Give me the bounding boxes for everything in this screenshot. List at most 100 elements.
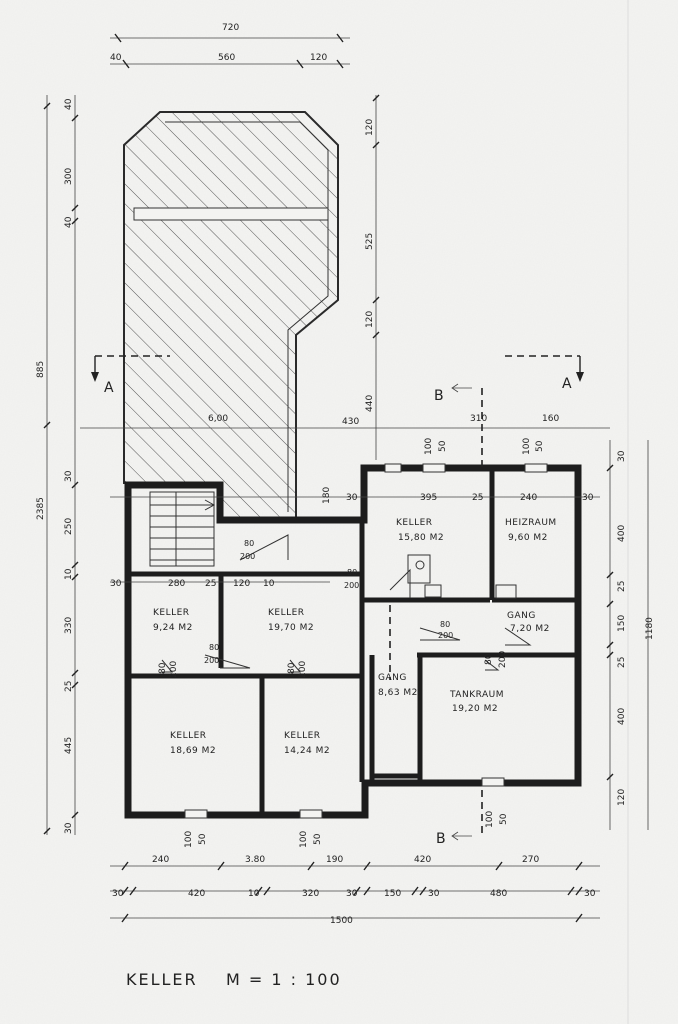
dim-left-30b: 30 xyxy=(64,822,74,834)
door-h-2: 200 xyxy=(204,656,219,665)
win-50-a: 50 xyxy=(438,440,448,452)
room-name-keller-4: KELLER xyxy=(170,731,207,741)
dim-10-left: 10 xyxy=(263,579,275,589)
terrace-beam xyxy=(133,207,329,221)
room-name-keller-5: KELLER xyxy=(284,731,321,741)
section-mark-a-right: A xyxy=(562,376,572,392)
dim-top-total: 720 xyxy=(222,23,239,33)
dim-b2-150: 150 xyxy=(384,889,401,899)
dim-b1-190: 190 xyxy=(326,855,343,865)
dim-b2-10: 10 xyxy=(248,889,260,899)
room-area-keller-2: 19,70 M2 xyxy=(268,623,314,633)
win-bottom-50a: 50 xyxy=(198,833,208,845)
dim-30-left: 30 xyxy=(110,579,122,589)
door-w-6: 80 xyxy=(287,662,297,674)
dim-left-10: 10 xyxy=(64,568,74,580)
room-area-keller-5: 14,24 M2 xyxy=(284,746,330,756)
door-h-6: 200 xyxy=(298,661,308,678)
dim-left-250: 250 xyxy=(64,518,74,535)
dim-top-120: 120 xyxy=(310,53,327,63)
room-area-keller-3: 15,80 M2 xyxy=(398,533,444,543)
dim-left-445: 445 xyxy=(64,737,74,754)
plan-title: KELLER M = 1 : 100 xyxy=(126,970,342,989)
win-bottom-100c: 100 xyxy=(485,811,495,828)
room-name-gang-1: GANG xyxy=(507,611,536,621)
room-name-keller-2: KELLER xyxy=(268,608,305,618)
door-w-7: 80 xyxy=(484,653,494,665)
dim-240: 240 xyxy=(520,493,537,503)
dim-left-30: 30 xyxy=(64,470,74,482)
win-100-b: 100 xyxy=(522,438,532,455)
dim-left-40a: 40 xyxy=(64,98,74,110)
section-mark-a-left: A xyxy=(104,380,114,396)
door-w-1: 80 xyxy=(244,539,254,548)
dim-30-right: 30 xyxy=(582,493,594,503)
dim-right-440: 440 xyxy=(365,395,375,412)
dim-430: 430 xyxy=(342,417,359,427)
dim-left-40b: 40 xyxy=(64,216,74,228)
terrace-inner-outline xyxy=(165,121,329,512)
room-name-gang-2: GANG xyxy=(378,673,407,683)
dim-120-left: 120 xyxy=(233,579,250,589)
dim-25-top: 25 xyxy=(472,493,483,503)
room-area-keller-1: 9,24 M2 xyxy=(153,623,193,633)
dim-edge-120: 120 xyxy=(617,789,627,806)
room-area-gang-1: 7,20 M2 xyxy=(510,624,550,634)
dim-edge-400a: 400 xyxy=(617,525,627,542)
dim-6-00: 6,00 xyxy=(208,414,228,424)
heating-equipment xyxy=(407,554,517,599)
dim-edge-25a: 25 xyxy=(617,581,627,592)
room-name-tankraum: TANKRAUM xyxy=(449,690,504,700)
dim-top-40: 40 xyxy=(110,53,122,63)
door-h-4: 200 xyxy=(438,631,453,640)
dim-180: 180 xyxy=(322,487,332,504)
dim-b2-30b: 30 xyxy=(346,889,358,899)
win-50-b: 50 xyxy=(535,440,545,452)
dim-b1-380: 3.80 xyxy=(245,855,265,865)
room-name-keller-3: KELLER xyxy=(396,518,433,528)
dim-b2-30a: 30 xyxy=(112,889,124,899)
door-w-3: 80 xyxy=(347,568,357,577)
dim-b2-320: 320 xyxy=(302,889,319,899)
dim-left-330: 330 xyxy=(64,617,74,634)
section-lines xyxy=(91,355,584,841)
door-w-5: 80 xyxy=(158,662,168,674)
dim-left-total: 2385 xyxy=(36,497,46,520)
dimension-lines xyxy=(43,33,649,923)
dim-b1-240: 240 xyxy=(152,855,169,865)
win-bottom-50c: 50 xyxy=(499,813,509,825)
win-bottom-100b: 100 xyxy=(299,831,309,848)
dim-total-1500: 1500 xyxy=(330,916,353,926)
dim-160: 160 xyxy=(542,414,559,424)
room-area-keller-4: 18,69 M2 xyxy=(170,746,216,756)
section-mark-b-top: B xyxy=(434,388,444,404)
dim-b1-420: 420 xyxy=(414,855,431,865)
room-name-keller-1: KELLER xyxy=(153,608,190,618)
dim-edge-25b: 25 xyxy=(617,657,627,668)
room-name-heizraum: HEIZRAUM xyxy=(505,518,557,528)
dim-left-25: 25 xyxy=(64,681,74,692)
dim-right-120b: 120 xyxy=(365,311,375,328)
staircase xyxy=(149,491,216,567)
dim-25-left: 25 xyxy=(205,579,216,589)
dim-right-120a: 120 xyxy=(365,119,375,136)
dim-310: 310 xyxy=(470,414,487,424)
dim-b1-270: 270 xyxy=(522,855,539,865)
exterior-wall-left-block xyxy=(124,464,582,819)
dim-b2-30d: 30 xyxy=(584,889,596,899)
dim-edge-400b: 400 xyxy=(617,708,627,725)
win-100-a: 100 xyxy=(424,438,434,455)
door-swings xyxy=(161,534,532,673)
dim-edge-30: 30 xyxy=(617,450,627,462)
door-h-3: 200 xyxy=(344,581,359,590)
dim-edge-1180: 1180 xyxy=(645,617,655,640)
win-bottom-50b: 50 xyxy=(313,833,323,845)
door-h-7: 200 xyxy=(498,651,508,668)
room-area-heizraum: 9,60 M2 xyxy=(508,533,548,543)
interior-walls xyxy=(128,470,576,813)
door-h-5: 200 xyxy=(169,661,179,678)
dim-b2-420: 420 xyxy=(188,889,205,899)
dim-top-560: 560 xyxy=(218,53,235,63)
room-area-gang-2: 8,63 M2 xyxy=(378,688,418,698)
